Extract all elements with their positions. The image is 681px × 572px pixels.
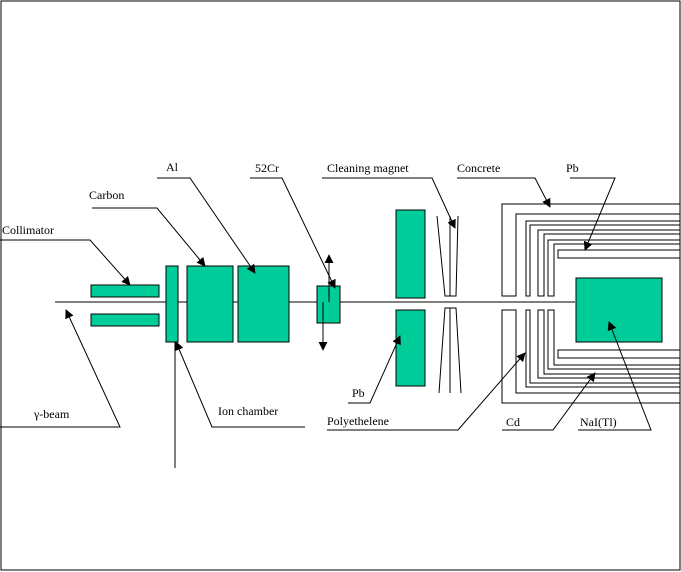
leader-ion-chamber (175, 341, 305, 428)
leader-carbon (92, 207, 206, 267)
leader-collimator (0, 239, 131, 286)
leader-concrete (457, 177, 551, 208)
leader-pb-top (570, 177, 616, 251)
leader-nai (578, 321, 652, 431)
nai-detector (575, 277, 663, 343)
label-gamma-beam: γ-beam (33, 407, 70, 421)
label-cd: Cd (506, 415, 520, 429)
label-cr52: 52Cr (255, 161, 279, 175)
pb-shield-upper-2 (547, 239, 680, 297)
label-polyethelene: Polyethelene (327, 414, 389, 428)
magnet-upper-left-pole (436, 215, 451, 297)
cd-layer-upper (525, 220, 680, 297)
concrete-shield-upper (501, 203, 680, 297)
pb-shield-upper-inner (557, 249, 680, 259)
leader-cr52 (250, 177, 336, 289)
label-concrete: Concrete (457, 161, 500, 175)
magnet-lower-left-pole (438, 307, 451, 394)
label-collimator: Collimator (2, 223, 54, 237)
pb-shield-lower-2 (547, 309, 680, 370)
label-nai: NaI(Tl) (580, 415, 617, 429)
leader-gamma-beam (0, 309, 121, 428)
label-ion-chamber: Ion chamber (218, 404, 278, 418)
cd-layer-lower (525, 309, 680, 388)
collimator-upper-block (90, 284, 160, 298)
collimator-lower-block (90, 313, 160, 327)
leader-polyethelene (327, 352, 526, 431)
pb-lower-block (395, 309, 426, 387)
leader-cleaning-magnet (322, 177, 456, 229)
concrete-shield-lower (501, 309, 680, 404)
leader-pb-bottom (348, 335, 401, 404)
label-pb-bottom: Pb (352, 386, 365, 400)
label-pb-top: Pb (566, 161, 579, 175)
al-target (186, 265, 234, 343)
cr52-target (237, 265, 290, 343)
ion-chamber-plate (165, 265, 179, 343)
leader-cd (502, 372, 596, 431)
magnet-lower-right-pole (450, 307, 462, 394)
pb-shield-upper-1 (537, 229, 680, 297)
pb-shield-lower-1 (537, 309, 680, 379)
label-carbon: Carbon (89, 188, 124, 202)
magnet-upper-right-pole (450, 215, 459, 297)
label-cleaning-magnet: Cleaning magnet (327, 161, 409, 175)
label-al: Al (166, 160, 179, 174)
pb-shield-lower-inner (557, 349, 680, 359)
leader-al (157, 177, 256, 274)
pb-upper-block (395, 209, 426, 299)
